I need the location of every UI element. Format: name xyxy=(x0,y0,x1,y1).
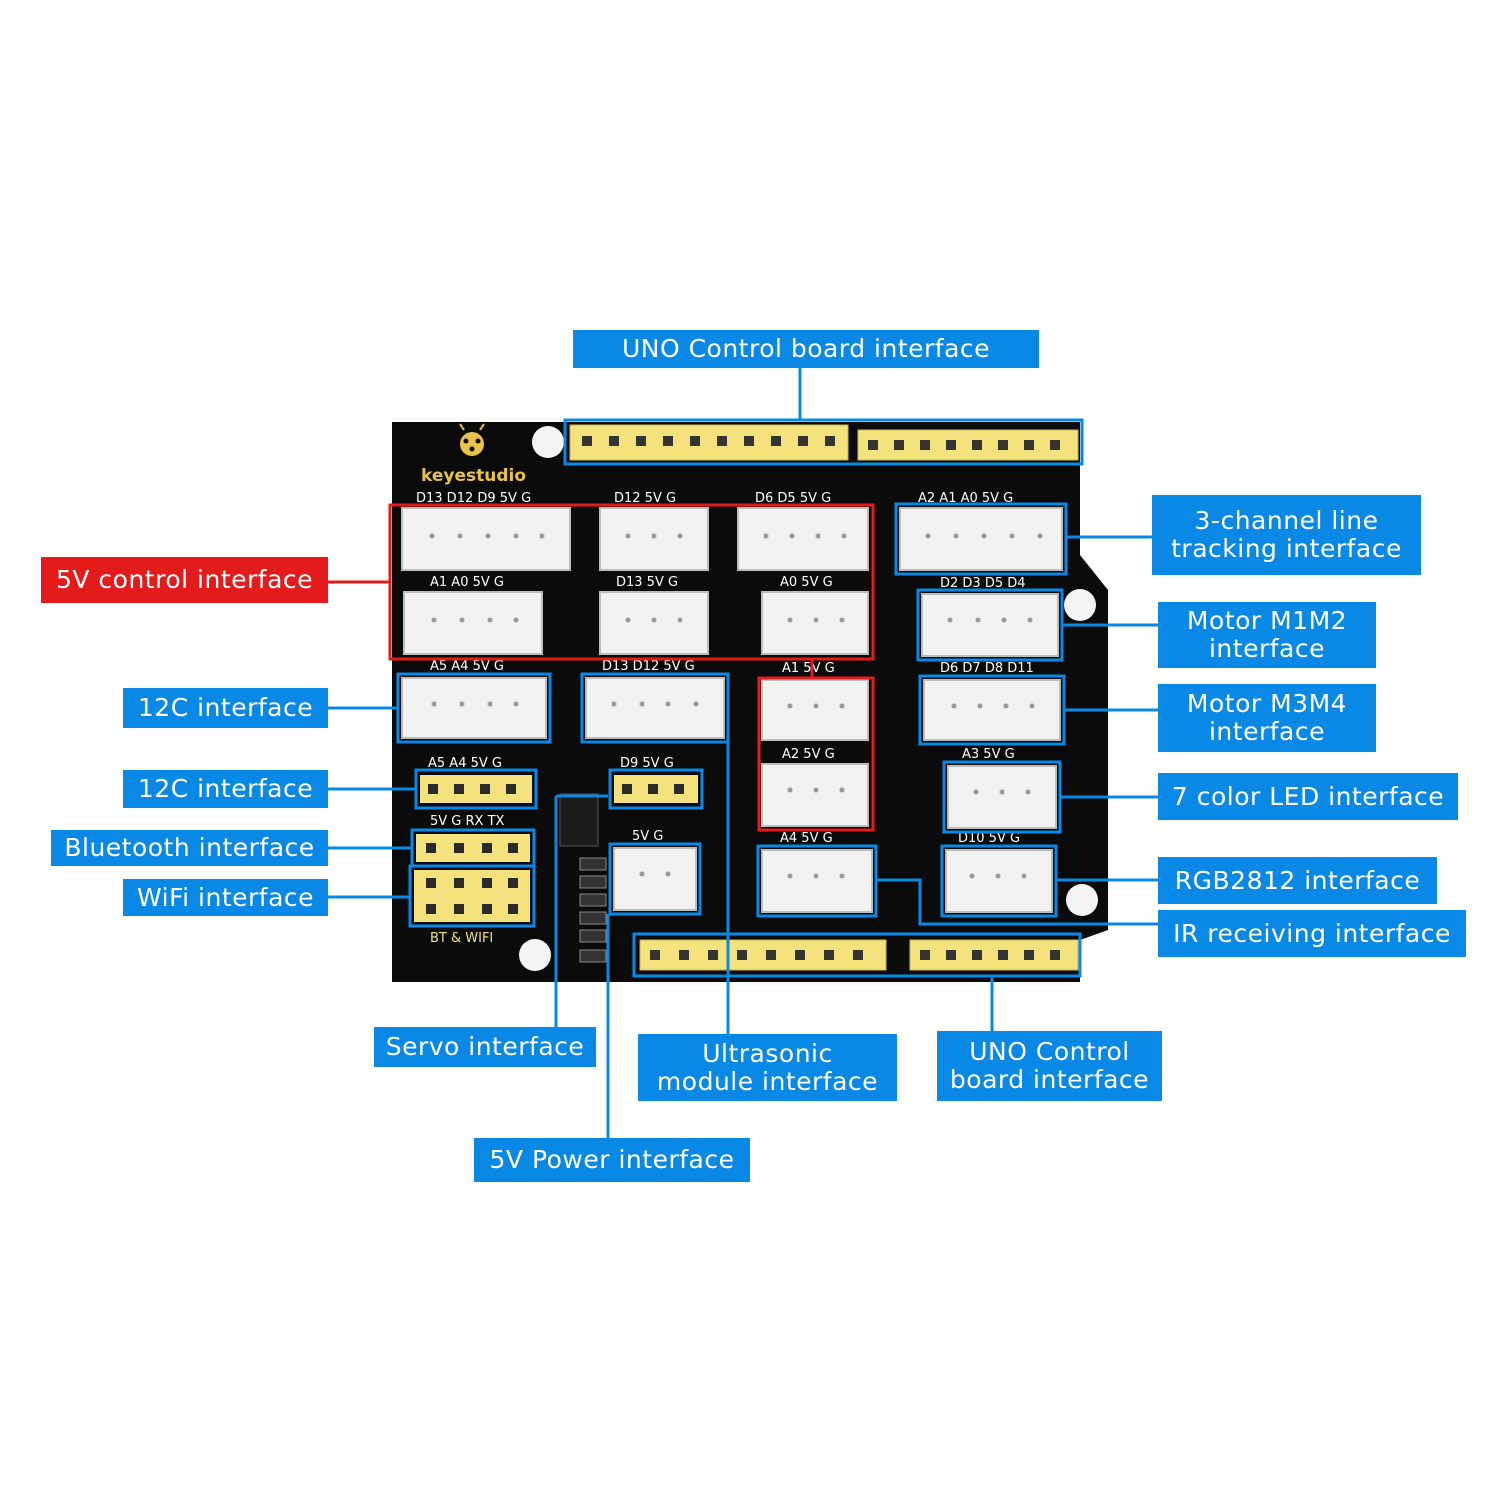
label-d2-d3-d5-d4: D2 D3 D5 D4 xyxy=(940,576,1026,591)
callout-uno-bottom: UNO Control board interface xyxy=(937,1031,1162,1101)
connector-d6-d5 xyxy=(737,507,869,571)
label-d10-5v-g: D10 5V G xyxy=(958,831,1020,846)
label-pwr-pins: 5V G xyxy=(632,829,663,844)
connector-a2-a1-a0 xyxy=(899,507,1063,571)
callout-line-tracking: 3-channel line tracking interface xyxy=(1152,495,1421,575)
connector-a4-5v-g xyxy=(761,849,873,913)
connector-d13-d12-d9 xyxy=(401,507,571,571)
label-d6-d5: D6 D5 5V G xyxy=(755,491,831,506)
connector-a1-5v-g xyxy=(761,679,869,741)
label-a4-5v-g: A4 5V G xyxy=(780,831,833,846)
callout-servo: Servo interface xyxy=(374,1027,596,1067)
connector-d6-d7-d8-d11 xyxy=(923,679,1061,741)
label-a5-a4-5v-g: A5 A4 5V G xyxy=(428,756,502,771)
connector-group xyxy=(401,507,1063,913)
connector-a1-a0 xyxy=(403,591,543,655)
mounting-hole xyxy=(1066,884,1098,916)
callout-7color-led: 7 color LED interface xyxy=(1158,773,1458,820)
connector-a3-5v-g xyxy=(947,765,1057,829)
label-bt-wifi: BT & WIFI xyxy=(430,931,493,946)
ic-chip xyxy=(559,793,599,847)
label-a1-a0: A1 A0 5V G xyxy=(430,575,504,590)
label-a0-5v-g: A0 5V G xyxy=(780,575,833,590)
label-a3-5v-g: A3 5V G xyxy=(962,747,1015,762)
connector-d10-5v-g xyxy=(945,849,1053,913)
callout-motor-m3m4: Motor M3M4 interface xyxy=(1158,684,1376,752)
highlight-ultrasonic xyxy=(580,672,730,744)
label-a5-a4: A5 A4 5V G xyxy=(430,659,504,674)
callout-bluetooth: Bluetooth interface xyxy=(51,830,328,866)
highlight-top-headers xyxy=(563,418,1084,466)
highlight-power xyxy=(608,842,702,916)
label-a2-a1-a0: A2 A1 A0 5V G xyxy=(918,491,1013,506)
label-d13-d12-d9: D13 D12 D9 5V G xyxy=(416,491,531,506)
callout-uno-top: UNO Control board interface xyxy=(573,330,1039,368)
connector-a5-a4-i2c xyxy=(401,677,547,739)
connector-a0-5v-g xyxy=(761,591,869,655)
highlight-line-tracking xyxy=(894,502,1068,576)
header-wifi-pins xyxy=(414,870,530,922)
connector-power-5v-g xyxy=(613,847,697,911)
callout-ir-receiving: IR receiving interface xyxy=(1158,910,1466,957)
top-header-right xyxy=(857,429,1079,461)
label-d13-d12-5v-g: D13 D12 5V G xyxy=(602,659,695,674)
mounting-hole xyxy=(532,426,564,458)
callout-i2c-2: 12C interface xyxy=(123,770,328,808)
callout-5v-control: 5V control interface xyxy=(41,557,328,603)
callout-ultrasonic: Ultrasonic module interface xyxy=(638,1034,897,1101)
connector-d2-d3-d5-d4 xyxy=(921,593,1059,657)
mounting-hole xyxy=(1064,589,1096,621)
connector-d13-5v-g xyxy=(599,591,709,655)
callout-wifi: WiFi interface xyxy=(123,879,328,916)
callout-i2c-1: 12C interface xyxy=(123,688,328,728)
connector-ultrasonic xyxy=(585,677,725,739)
label-d9-5v-g: D9 5V G xyxy=(620,756,674,771)
highlight-analog-pair xyxy=(757,676,875,832)
keyestudio-logo-icon xyxy=(459,423,485,456)
highlight-servo xyxy=(608,768,704,810)
label-d12-5v-g: D12 5V G xyxy=(614,491,676,506)
callout-motor-m1m2: Motor M1M2 interface xyxy=(1158,602,1376,668)
highlight-bottom-headers xyxy=(632,932,1082,978)
mounting-hole xyxy=(519,939,551,971)
label-d13-5v-g: D13 5V G xyxy=(616,575,678,590)
bottom-header-left xyxy=(639,939,887,971)
connector-d12-5v-g xyxy=(599,507,709,571)
callout-rgb2812: RGB2812 interface xyxy=(1158,857,1437,904)
callout-5v-power: 5V Power interface xyxy=(474,1138,750,1182)
label-bt-pins: 5V G RX TX xyxy=(430,814,505,829)
label-a2-5v-g: A2 5V G xyxy=(782,747,835,762)
brand-text: keyestudio xyxy=(421,466,526,486)
label-d6-d7-d8-d11: D6 D7 D8 D11 xyxy=(940,661,1034,676)
connector-a2-5v-g xyxy=(761,763,869,827)
label-a1-5v-g: A1 5V G xyxy=(782,661,835,676)
